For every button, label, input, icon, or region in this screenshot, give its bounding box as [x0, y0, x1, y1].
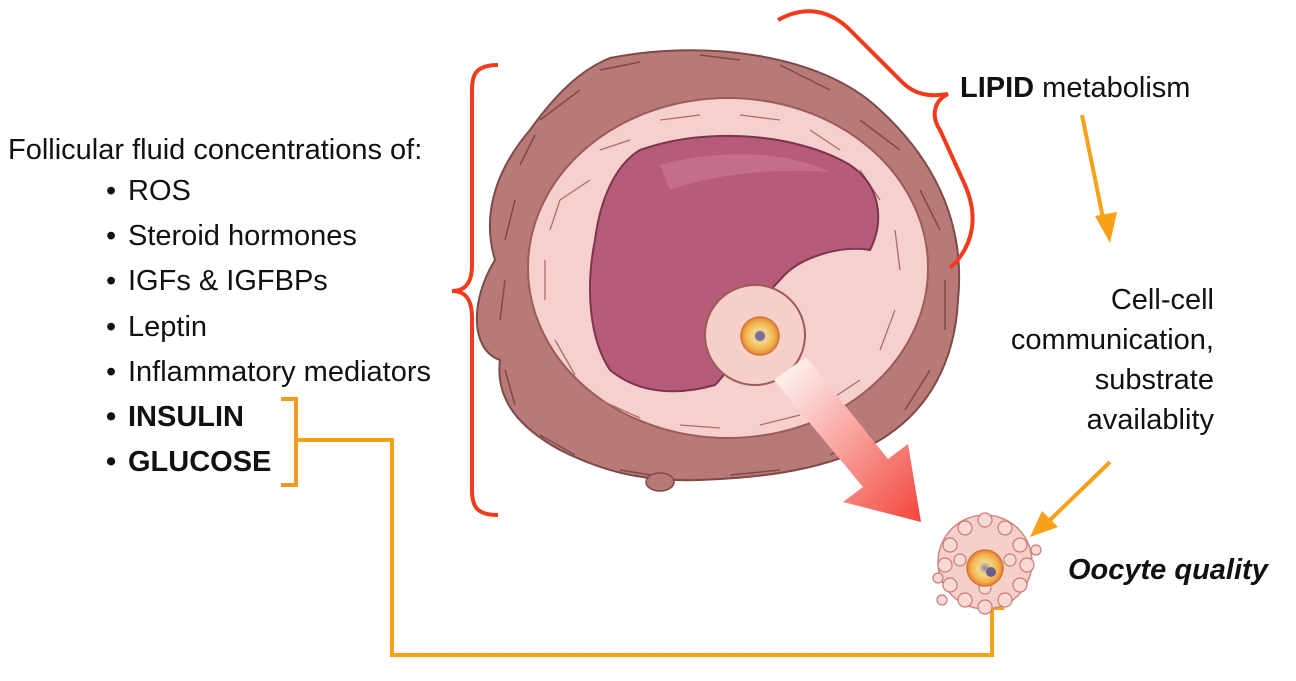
list-item-label: IGFs & IGFBPs — [128, 265, 328, 297]
list-item-insulin: •INSULIN — [106, 403, 431, 448]
list-item-label: GLUCOSE — [128, 446, 271, 478]
cell-comm-line: availablity — [1011, 400, 1214, 440]
lipid-metabolism-label: LIPID metabolism — [960, 74, 1190, 103]
oocyte-illustration — [933, 513, 1041, 614]
bullet: • — [106, 267, 128, 296]
cell-comm-line: Cell-cell — [1011, 280, 1214, 320]
list-item-ros: •ROS — [106, 177, 431, 222]
cell-comm-line: substrate — [1011, 360, 1214, 400]
lipid-bold: LIPID — [960, 72, 1034, 104]
lipid-rest: metabolism — [1034, 72, 1190, 104]
bullet: • — [106, 403, 128, 432]
list-item-steroid-hormones: •Steroid hormones — [106, 222, 431, 267]
follicular-fluid-list: •ROS •Steroid hormones •IGFs & IGFBPs •L… — [106, 177, 431, 493]
bullet: • — [106, 313, 128, 342]
list-item-label: ROS — [128, 175, 191, 207]
bullet: • — [106, 448, 128, 477]
oocyte-icon — [967, 550, 1003, 586]
list-item-igfs: •IGFs & IGFBPs — [106, 267, 431, 312]
bullet: • — [106, 177, 128, 206]
cell-comm-line: communication, — [1011, 320, 1214, 360]
list-item-inflammatory-mediators: •Inflammatory mediators — [106, 358, 431, 403]
bullet: • — [106, 222, 128, 251]
list-item-label: Inflammatory mediators — [128, 356, 431, 388]
cell-communication-label: Cell-cell communication, substrate avail… — [1011, 280, 1214, 440]
lipid-arrow-head — [1095, 212, 1117, 243]
oocyte-quality-label: Oocyte quality — [1068, 556, 1268, 585]
lipid-arrow-line — [1082, 115, 1103, 218]
follicular-fluid-heading: Follicular fluid concentrations of: — [8, 136, 422, 165]
bullet: • — [106, 358, 128, 387]
list-item-leptin: •Leptin — [106, 313, 431, 358]
comm-arrow-line — [1050, 462, 1110, 520]
theca-bulge — [646, 473, 674, 491]
list-item-label: INSULIN — [128, 401, 244, 433]
list-item-label: Steroid hormones — [128, 220, 357, 252]
list-item-glucose: •GLUCOSE — [106, 448, 431, 493]
follicle-illustration — [477, 50, 959, 491]
list-item-label: Leptin — [128, 311, 207, 343]
